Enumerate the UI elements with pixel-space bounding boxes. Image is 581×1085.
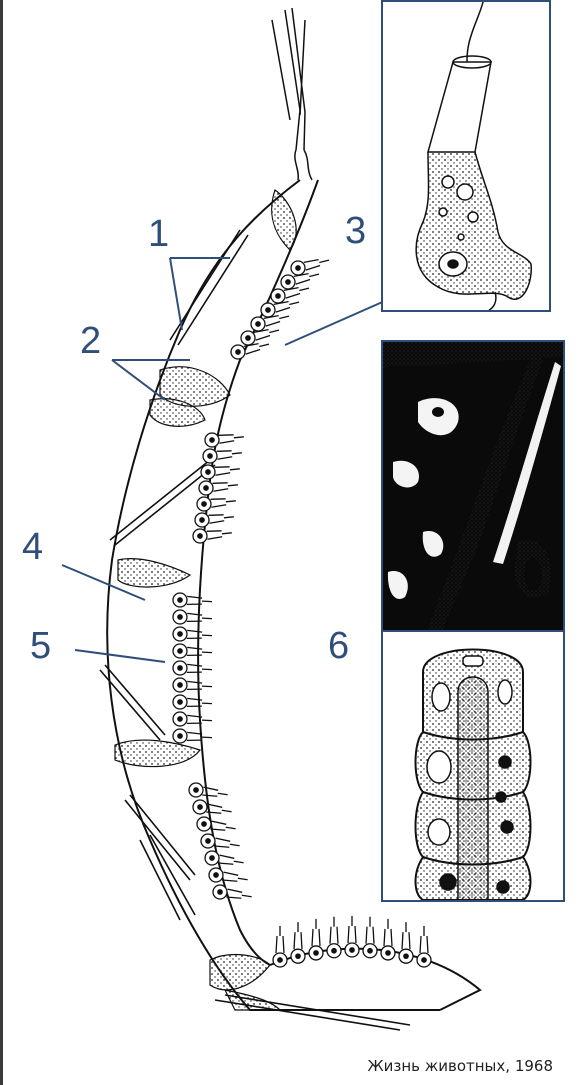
epithelial-cell [201,465,240,479]
epithelial-cell [173,661,212,675]
epithelial-cell [173,593,212,607]
epithelial-cell [205,433,244,447]
epithelial-cell [291,260,329,275]
epithelial-cell [173,644,212,658]
epithelial-cell [203,449,242,463]
label-1: 1 [148,215,169,253]
collar-cell-illustration [383,2,549,310]
fiber-texture-illustration [383,342,563,630]
label-3: 3 [345,212,366,250]
segmented-cells-illustration [383,632,563,900]
bottom-cell [417,926,431,967]
label-2: 2 [80,322,101,360]
bottom-cell [291,922,305,963]
epithelial-cell [199,481,238,495]
epithelial-cell [197,497,236,511]
bottom-cell [363,917,377,958]
epithelial-cell [197,817,236,831]
bottom-cells [273,916,431,967]
apical-tip [272,8,312,180]
epithelial-cell [241,330,279,345]
epithelial-cell [173,610,212,624]
epithelial-cell [173,712,212,726]
epithelial-cell [173,695,212,709]
epithelial-cell [261,302,299,317]
epithelial-cell [271,288,309,303]
epithelial-cell [251,316,289,331]
inset-6-bottom-cells [381,630,565,902]
bottom-cell [273,926,287,967]
bottom-cell [309,919,323,960]
epithelial-cell [201,834,240,848]
inset-3-cell [381,0,551,312]
source-caption: Жизнь животных, 1968 [367,1057,553,1075]
epithelial-cell [193,800,232,814]
inset-6-top-fibers [381,340,565,632]
bottom-cell [345,916,359,957]
epithelial-cell [205,851,244,865]
label-6: 6 [328,627,349,665]
epithelial-cell [281,274,319,289]
bottom-cell [327,917,341,958]
epithelial-cell [193,529,232,543]
bottom-cell [381,919,395,960]
muscle-fibers [100,230,410,1030]
epithelial-cell [173,627,212,641]
epithelial-cell [209,868,248,882]
bottom-cell [399,922,413,963]
epithelial-cell [173,729,212,743]
epithelial-cell [173,678,212,692]
epithelial-cell [213,885,252,899]
epithelial-cell [189,783,228,797]
epithelial-cell [231,344,269,359]
epithelial-cell [195,513,234,527]
epithelial-cells [173,260,329,899]
label-5: 5 [30,627,51,665]
label-4: 4 [22,528,43,566]
